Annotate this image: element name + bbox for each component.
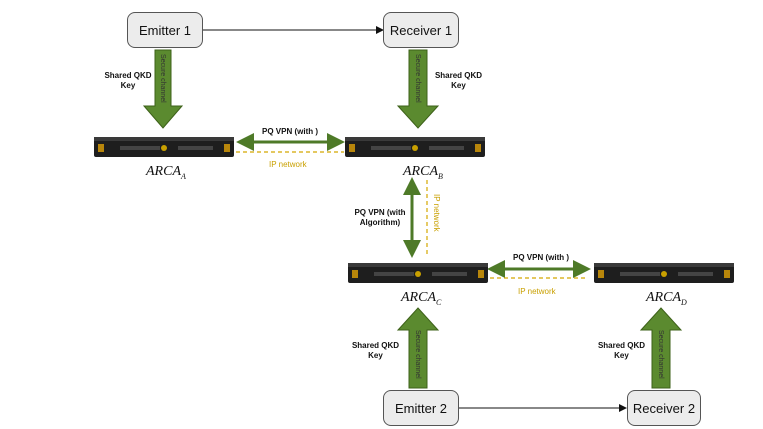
ip-network-label-bc: IP network	[432, 194, 441, 232]
qkd-arrow-receiver1	[396, 49, 440, 129]
pq-vpn-label-ab: PQ VPN (with )	[262, 127, 318, 136]
secure-channel-label-1: Secure channel	[159, 54, 166, 103]
arca-a-label: ARCAA	[146, 164, 186, 181]
qkd-arrow-receiver2	[639, 307, 683, 389]
receiver2-box: Receiver 2	[627, 390, 701, 426]
server-arca-c	[348, 263, 488, 283]
arca-d-label: ARCAD	[646, 290, 687, 307]
qkd-arrow-emitter1	[142, 49, 184, 129]
receiver2-label: Receiver 2	[632, 400, 696, 416]
emitter2-label: Emitter 2	[394, 400, 447, 416]
emitter1-label: Emitter 1	[138, 22, 191, 38]
receiver1-label: Receiver 1	[389, 22, 453, 38]
qkd-arrow-emitter2	[396, 307, 440, 389]
server-arca-b	[345, 137, 485, 157]
arca-c-label: ARCAC	[401, 290, 442, 307]
arca-b-label: ARCAB	[403, 164, 443, 181]
secure-channel-label-4: Secure channel	[657, 330, 664, 379]
ip-network-label-cd: IP network	[518, 287, 556, 296]
ip-network-label-ab: IP network	[269, 160, 307, 169]
receiver1-box: Receiver 1	[383, 12, 459, 48]
secure-channel-label-3: Secure channel	[414, 330, 421, 379]
emitter2-box: Emitter 2	[383, 390, 459, 426]
secure-channel-label-2: Secure channel	[414, 54, 421, 103]
server-arca-d	[594, 263, 734, 283]
server-arca-a	[94, 137, 234, 157]
pq-vpn-label-cd: PQ VPN (with )	[513, 253, 569, 262]
emitter1-box: Emitter 1	[127, 12, 203, 48]
